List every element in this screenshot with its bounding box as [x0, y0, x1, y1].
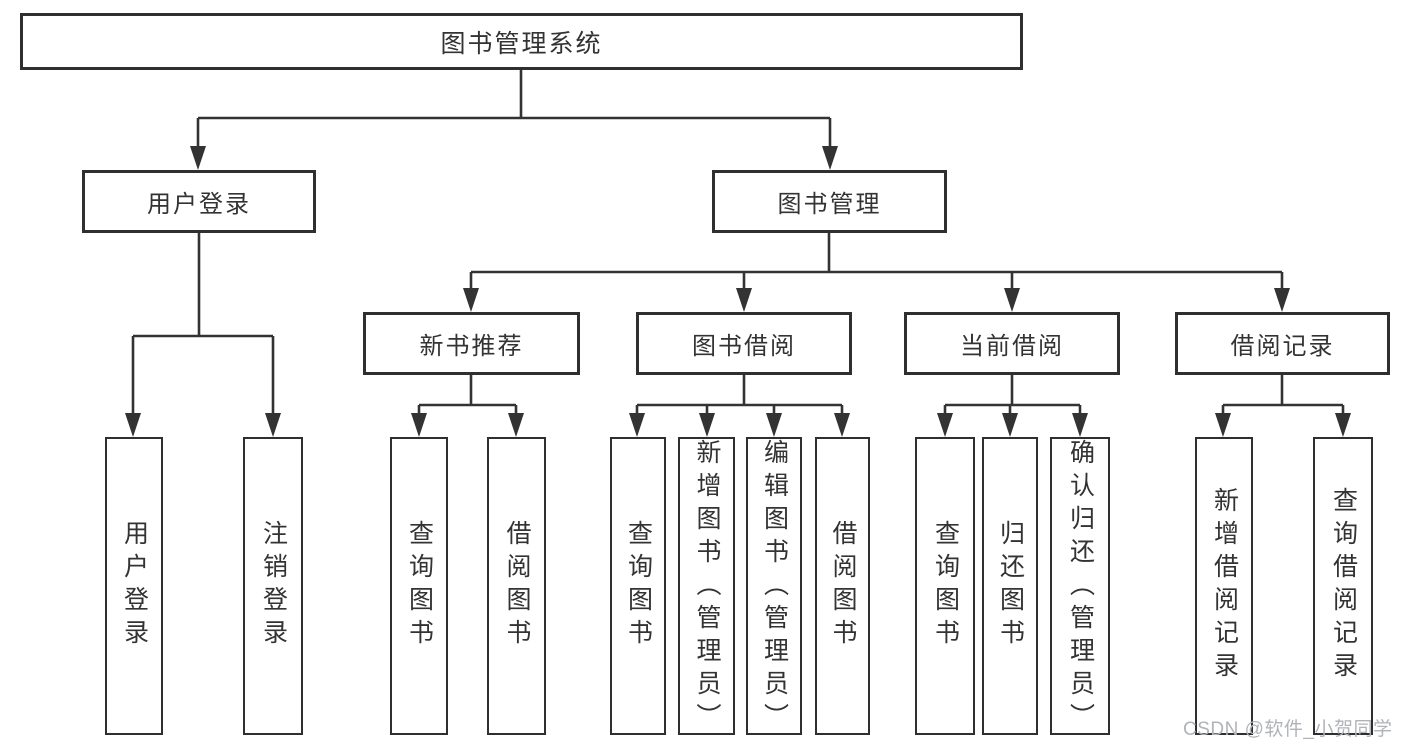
- node-current-borrow: 当前借阅: [904, 312, 1120, 375]
- leaf-query-books-recommend: 查询图书: [390, 437, 448, 735]
- leaf-add-borrow-record: 新增借阅记录: [1195, 437, 1253, 735]
- node-new-book-recommend: 新书推荐: [363, 312, 580, 375]
- node-user-login: 用户登录: [82, 170, 316, 233]
- csdn-watermark: CSDN @软件_小贺同学: [1183, 719, 1393, 740]
- leaf-query-borrow-record: 查询借阅记录: [1313, 437, 1373, 735]
- leaf-return-books: 归还图书: [982, 437, 1038, 735]
- leaf-confirm-return-admin: 确认归还（管理员）: [1050, 437, 1110, 736]
- leaf-add-book-admin: 新增图书（管理员）: [678, 437, 735, 736]
- leaf-logout: 注销登录: [243, 437, 303, 735]
- node-book-management: 图书管理: [712, 170, 947, 233]
- leaf-user-login: 用户登录: [105, 437, 163, 735]
- leaf-edit-book-admin: 编辑图书（管理员）: [746, 437, 802, 736]
- node-library-system: 图书管理系统: [20, 13, 1023, 70]
- leaf-query-books-current: 查询图书: [915, 437, 975, 735]
- node-book-borrow: 图书借阅: [636, 312, 852, 375]
- leaf-borrow-books-recommend: 借阅图书: [487, 437, 546, 735]
- node-borrow-records: 借阅记录: [1175, 312, 1390, 375]
- leaf-query-books-borrow: 查询图书: [610, 437, 666, 735]
- leaf-borrow-books: 借阅图书: [815, 437, 870, 735]
